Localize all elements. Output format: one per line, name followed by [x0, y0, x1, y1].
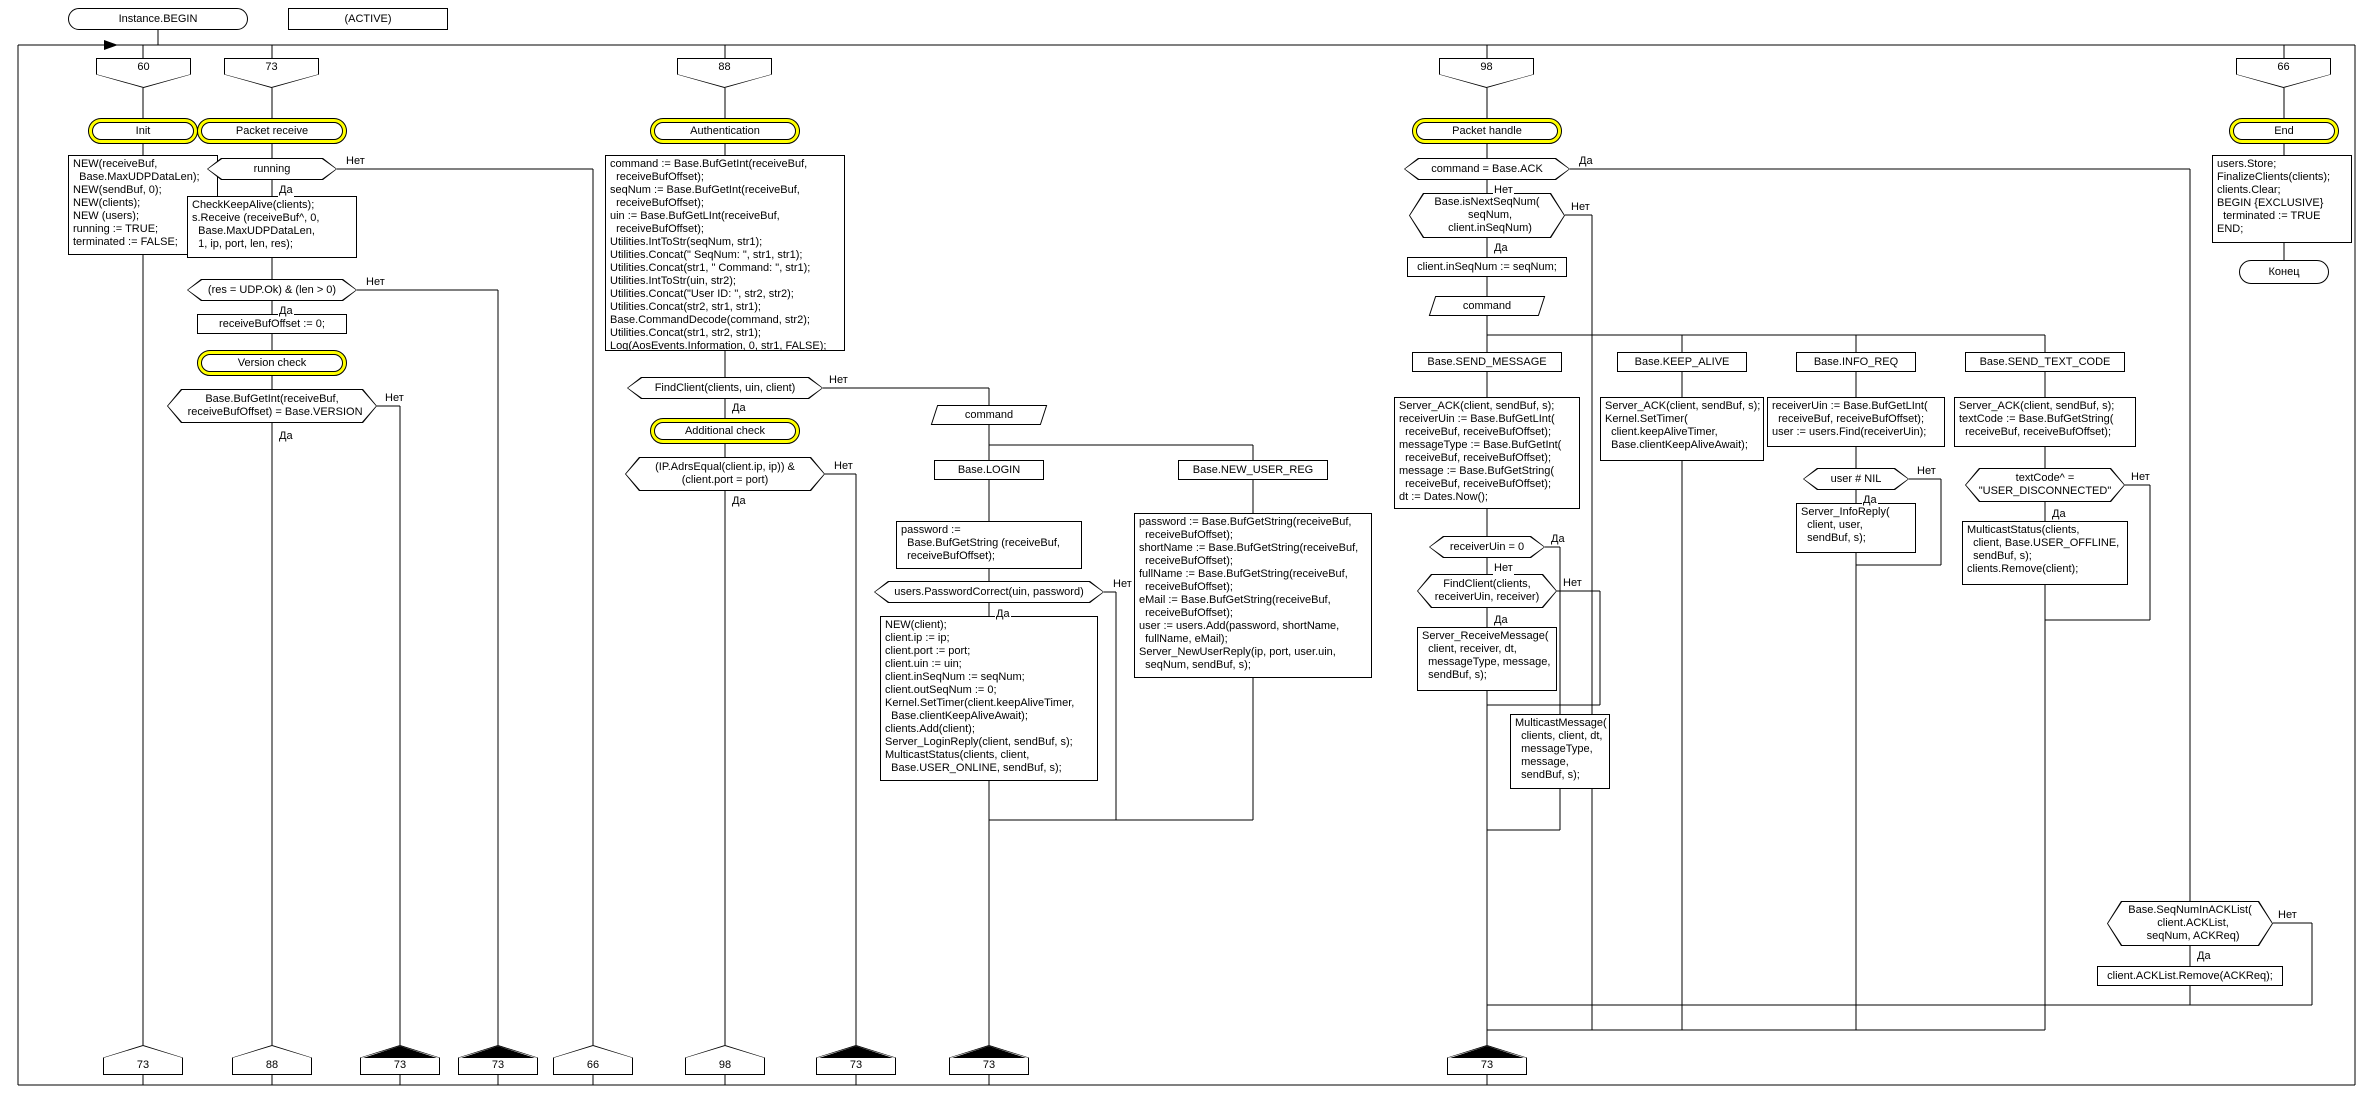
no-label: Нет — [828, 374, 849, 387]
begin-terminator: Instance.BEGIN — [68, 8, 248, 30]
yes-label: Да — [995, 608, 1011, 621]
cond-find-client-text: FindClient(clients, uin, client) — [628, 378, 822, 398]
no-label: Нет — [2277, 909, 2298, 922]
cond-receiver-zero: receiverUin = 0 — [1429, 536, 1545, 558]
action-read-password: password := Base.BufGetString (receiveBu… — [896, 521, 1082, 569]
header-init: Init — [88, 118, 198, 144]
action-info-request: receiverUin := Base.BufGetLInt( receiveB… — [1767, 397, 1945, 447]
header-packet-receive-label: Packet receive — [201, 122, 343, 140]
yes-label: Да — [278, 184, 294, 197]
action-read-message: Server_ACK(client, sendBuf, s); receiver… — [1394, 397, 1580, 509]
action-receive-packet: CheckKeepAlive(clients); s.Receive (rece… — [187, 196, 357, 258]
action-multicast-message: MulticastMessage( clients, client, dt, m… — [1510, 714, 1610, 789]
yes-label: Да — [278, 430, 294, 443]
action-register-new-user: password := Base.BufGetString(receiveBuf… — [1134, 513, 1372, 678]
cond-user-disconnected-text: textCode^ = "USER_DISCONNECTED" — [1966, 469, 2124, 501]
yes-label: Да — [1550, 533, 1566, 546]
action-store-seqnum: client.inSeqNum := seqNum; — [1407, 257, 1567, 277]
cond-receive-result: (res = UDP.Ok) & (len > 0) — [187, 279, 357, 301]
end-terminator: Конец — [2239, 260, 2329, 284]
action-parse-header: command := Base.BufGetInt(receiveBuf, re… — [605, 155, 845, 351]
header-additional-check-label: Additional check — [654, 422, 796, 440]
yes-label: Да — [2051, 508, 2067, 521]
no-label: Нет — [345, 155, 366, 168]
cond-seqnum-in-acklist-text: Base.SeqNumInACKList( client.ACKList, se… — [2108, 902, 2272, 945]
cond-command-ack: command = Base.ACK — [1404, 158, 1570, 180]
header-end: End — [2229, 118, 2339, 144]
case-info-req: Base.INFO_REQ — [1796, 352, 1916, 372]
cond-running-text: running — [208, 159, 336, 179]
yes-label: Да — [1862, 494, 1878, 507]
case-base-login: Base.LOGIN — [934, 460, 1044, 480]
no-label: Нет — [384, 392, 405, 405]
cond-user-not-nil-text: user # NIL — [1804, 469, 1908, 489]
action-remove-ack: client.ACKList.Remove(ACKReq); — [2097, 966, 2283, 986]
active-state-box: (ACTIVE) — [288, 8, 448, 30]
header-additional-check: Additional check — [650, 418, 800, 444]
header-version-check: Version check — [197, 350, 347, 376]
yes-label: Да — [1493, 242, 1509, 255]
no-label: Нет — [2130, 471, 2151, 484]
case-send-text-code: Base.SEND_TEXT_CODE — [1965, 352, 2125, 372]
cond-password-correct: users.PasswordCorrect(uin, password) — [874, 581, 1104, 603]
header-version-check-label: Version check — [201, 354, 343, 372]
action-receive-message: Server_ReceiveMessage( client, receiver,… — [1417, 627, 1557, 691]
no-label: Нет — [1493, 184, 1514, 197]
header-end-label: End — [2233, 122, 2335, 140]
no-label: Нет — [1916, 465, 1937, 478]
cond-user-not-nil: user # NIL — [1803, 468, 1909, 490]
cond-password-correct-text: users.PasswordCorrect(uin, password) — [875, 582, 1103, 602]
header-authentication: Authentication — [650, 118, 800, 144]
header-packet-handle: Packet handle — [1412, 118, 1562, 144]
action-read-text-code: Server_ACK(client, sendBuf, s); textCode… — [1954, 397, 2136, 447]
cond-running: running — [207, 158, 337, 180]
cond-version: Base.BufGetInt(receiveBuf, receiveBufOff… — [167, 389, 377, 423]
cond-find-receiver: FindClient(clients, receiverUin, receive… — [1417, 574, 1557, 608]
case-base-new-user-reg: Base.NEW_USER_REG — [1178, 460, 1328, 480]
no-label: Нет — [1570, 201, 1591, 214]
io-command-handle-text: command — [1462, 299, 1512, 312]
action-multicast-offline: MulticastStatus(clients, client, Base.US… — [1962, 521, 2128, 585]
action-info-reply: Server_InfoReply( client, user, sendBuf,… — [1796, 503, 1916, 553]
no-label: Нет — [1112, 578, 1133, 591]
cond-is-next-seqnum-text: Base.isNextSeqNum( seqNum, client.inSeqN… — [1410, 194, 1564, 237]
cond-receiver-zero-text: receiverUin = 0 — [1430, 537, 1544, 557]
header-init-label: Init — [92, 122, 194, 140]
action-reset-offset: receiveBufOffset := 0; — [197, 314, 347, 334]
cond-user-disconnected: textCode^ = "USER_DISCONNECTED" — [1965, 468, 2125, 502]
io-command-auth-text: command — [964, 408, 1014, 421]
header-packet-handle-label: Packet handle — [1416, 122, 1558, 140]
no-label: Нет — [833, 460, 854, 473]
action-create-client: NEW(client); client.ip := ip; client.por… — [880, 616, 1098, 781]
no-label: Нет — [365, 276, 386, 289]
cond-find-client: FindClient(clients, uin, client) — [627, 377, 823, 399]
cond-command-ack-text: command = Base.ACK — [1405, 159, 1569, 179]
yes-label: Да — [278, 305, 294, 318]
io-command-handle: command — [1428, 296, 1546, 316]
cond-is-next-seqnum: Base.isNextSeqNum( seqNum, client.inSeqN… — [1409, 193, 1565, 238]
flow-arrowhead — [104, 40, 118, 50]
action-keep-alive: Server_ACK(client, sendBuf, s); Kernel.S… — [1600, 397, 1764, 461]
yes-label: Да — [731, 402, 747, 415]
case-send-message: Base.SEND_MESSAGE — [1412, 352, 1562, 372]
yes-label: Да — [1493, 614, 1509, 627]
header-authentication-label: Authentication — [654, 122, 796, 140]
yes-label: Да — [731, 495, 747, 508]
header-packet-receive: Packet receive — [197, 118, 347, 144]
cond-receive-result-text: (res = UDP.Ok) & (len > 0) — [188, 280, 356, 300]
cond-version-text: Base.BufGetInt(receiveBuf, receiveBufOff… — [168, 390, 376, 422]
action-finalize: users.Store; FinalizeClients(clients); c… — [2212, 155, 2352, 243]
cond-address-equal: (IP.AdrsEqual(client.ip, ip)) & (client.… — [625, 457, 825, 491]
cond-address-equal-text: (IP.AdrsEqual(client.ip, ip)) & (client.… — [626, 458, 824, 490]
io-command-auth: command — [930, 405, 1048, 425]
branch-start-packet-handle: 98 — [1439, 58, 1534, 88]
cond-find-receiver-text: FindClient(clients, receiverUin, receive… — [1418, 575, 1556, 607]
case-keep-alive: Base.KEEP_ALIVE — [1617, 352, 1747, 372]
no-label: Нет — [1562, 577, 1583, 590]
yes-label: Да — [2196, 950, 2212, 963]
yes-label: Да — [1578, 155, 1594, 168]
no-label: Нет — [1493, 562, 1514, 575]
cond-seqnum-in-acklist: Base.SeqNumInACKList( client.ACKList, se… — [2107, 901, 2273, 946]
